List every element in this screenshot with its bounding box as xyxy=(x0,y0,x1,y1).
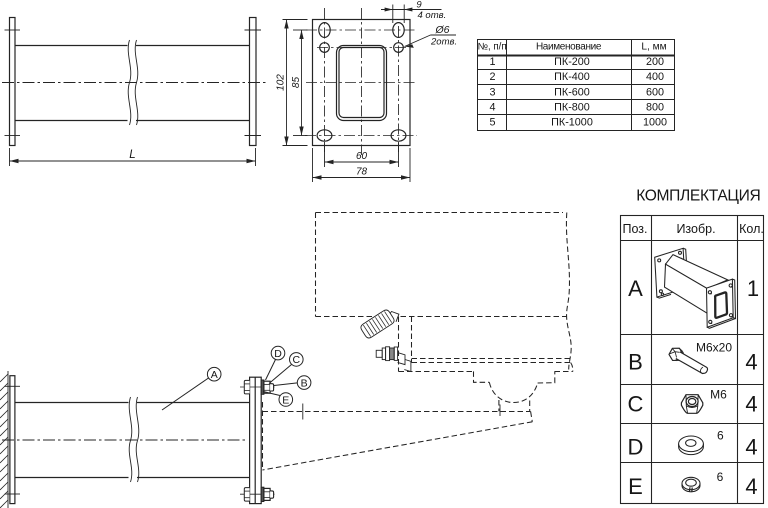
svg-text:9: 9 xyxy=(416,0,422,10)
svg-text:600: 600 xyxy=(646,86,664,98)
svg-text:6: 6 xyxy=(717,470,724,484)
svg-text:Кол.: Кол. xyxy=(739,222,764,236)
svg-text:5: 5 xyxy=(489,117,495,129)
svg-text:1: 1 xyxy=(489,56,495,68)
svg-text:102: 102 xyxy=(276,74,287,91)
svg-text:A: A xyxy=(211,369,218,381)
svg-text:E: E xyxy=(282,394,289,406)
svg-text:C: C xyxy=(293,354,301,366)
svg-text:Поз.: Поз. xyxy=(623,222,648,236)
svg-text:Ø6: Ø6 xyxy=(435,24,450,36)
svg-text:E: E xyxy=(628,474,643,499)
svg-text:ПК-1000: ПК-1000 xyxy=(551,117,593,129)
svg-text:L, мм: L, мм xyxy=(641,42,666,53)
svg-text:ПК-600: ПК-600 xyxy=(554,86,590,98)
svg-text:3: 3 xyxy=(489,86,495,98)
svg-text:Изобр.: Изобр. xyxy=(676,222,715,236)
svg-text:D: D xyxy=(274,348,282,360)
svg-text:4: 4 xyxy=(745,474,757,499)
svg-text:800: 800 xyxy=(646,102,664,114)
svg-text:200: 200 xyxy=(646,56,664,68)
svg-text:№, п/п: №, п/п xyxy=(478,42,507,53)
svg-text:85: 85 xyxy=(291,77,302,89)
svg-text:4: 4 xyxy=(745,392,757,417)
svg-text:78: 78 xyxy=(356,166,368,177)
svg-text:400: 400 xyxy=(646,71,664,83)
svg-text:B: B xyxy=(301,377,308,389)
svg-text:ПК-800: ПК-800 xyxy=(554,102,590,114)
svg-text:D: D xyxy=(628,435,644,460)
svg-text:1: 1 xyxy=(747,276,759,301)
svg-text:2отв.: 2отв. xyxy=(430,36,457,47)
svg-text:КОМПЛЕКТАЦИЯ: КОМПЛЕКТАЦИЯ xyxy=(636,187,760,204)
svg-text:М6х20: М6х20 xyxy=(696,341,732,355)
svg-text:60: 60 xyxy=(356,151,368,162)
svg-text:Наименование: Наименование xyxy=(536,42,602,53)
svg-text:A: A xyxy=(628,276,643,301)
svg-text:М6: М6 xyxy=(710,387,727,401)
svg-text:4 отв.: 4 отв. xyxy=(418,10,447,21)
svg-text:4: 4 xyxy=(745,435,757,460)
svg-text:4: 4 xyxy=(745,350,757,375)
svg-text:ПК-400: ПК-400 xyxy=(554,71,590,83)
svg-text:2: 2 xyxy=(489,71,495,83)
svg-text:C: C xyxy=(628,392,644,417)
svg-text:4: 4 xyxy=(489,102,495,114)
svg-text:ПК-200: ПК-200 xyxy=(554,56,590,68)
svg-text:B: B xyxy=(628,350,643,375)
svg-text:1000: 1000 xyxy=(643,117,667,129)
svg-text:6: 6 xyxy=(717,429,724,443)
svg-text:L: L xyxy=(129,149,135,161)
